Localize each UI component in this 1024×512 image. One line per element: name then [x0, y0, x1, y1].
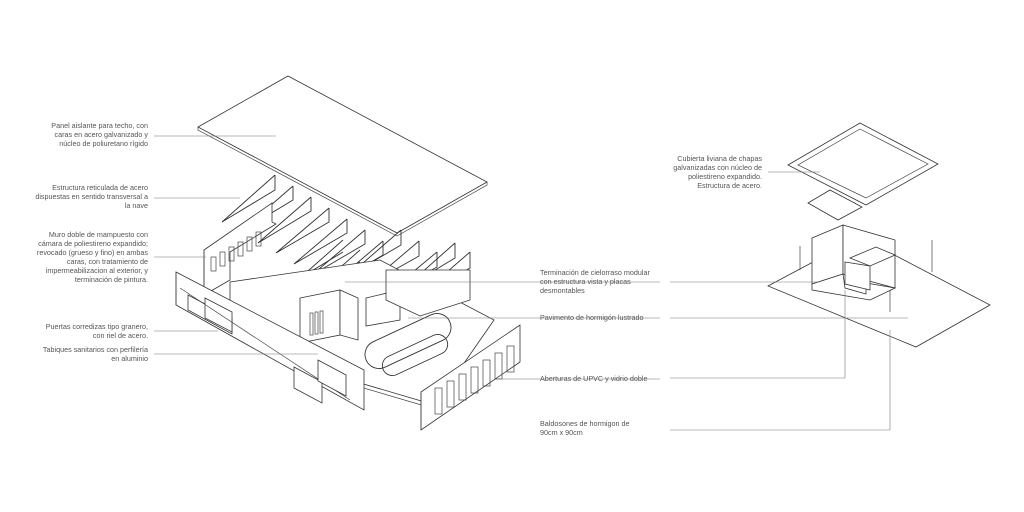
light-roof-shape	[787, 122, 939, 206]
pavilion-walls	[811, 224, 897, 301]
label-tiles: Baldosones de hormigon de 90cm x 90cm	[540, 419, 630, 437]
label-steel-truss: Estructura reticulada de acero dispuesta…	[35, 183, 148, 210]
upvc-openings-shape	[420, 324, 521, 431]
roof-panel-edge	[197, 127, 488, 237]
label-roof-panel: Panel aislante para techo, con caras en …	[51, 121, 148, 148]
pavilion-ceiling-shape	[807, 189, 863, 221]
label-sanitary-partitions: Tabiques sanitarios con perfilería en al…	[42, 345, 148, 363]
sanitary-partitions-shape	[299, 289, 401, 344]
leader-lines	[154, 135, 908, 431]
floor-ovals	[364, 313, 452, 377]
label-openings: Aberturas de UPVC y vidrio doble	[540, 374, 648, 383]
label-floor: Pavimento de hormigón lustrado	[540, 313, 644, 322]
front-wall-shape	[175, 271, 365, 411]
label-ceiling: Terminación de cielorraso modular con es…	[540, 268, 650, 295]
end-wall-right	[385, 269, 471, 317]
label-sliding-doors: Puertas corredizas tipo granero, con rie…	[45, 322, 148, 340]
label-light-roof: Cubierta liviana de chapas galvanizadas …	[673, 154, 762, 190]
label-double-wall: Muro doble de mampuesto con cámara de po…	[36, 230, 148, 284]
